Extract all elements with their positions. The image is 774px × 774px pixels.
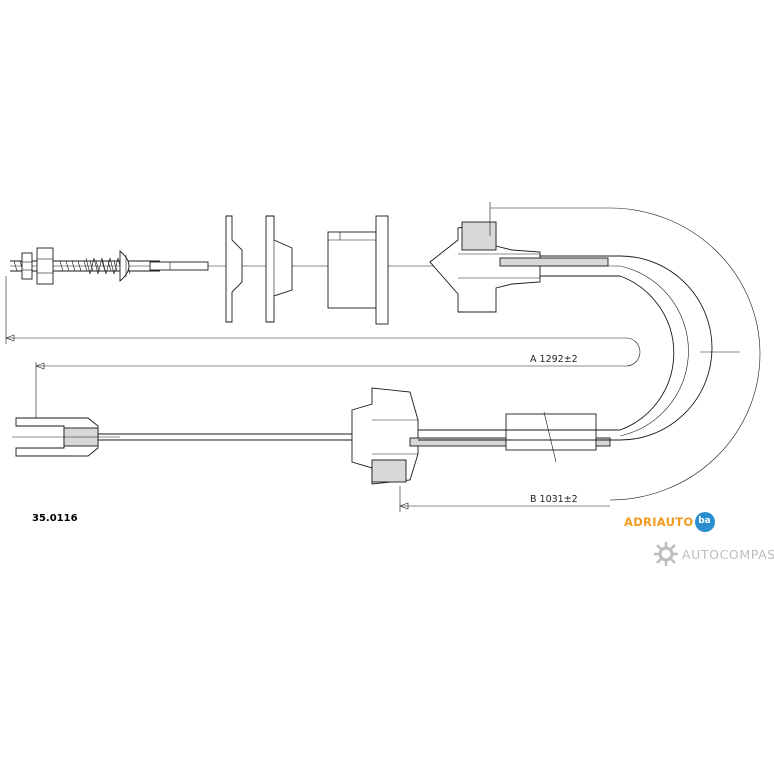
dimension-a-label: A 1292±2 [530,354,578,365]
lower-cable-assembly [12,387,620,485]
cable-u-bend [489,202,761,501]
upper-cable-assembly [10,215,620,325]
part-number: 35.0116 [32,513,78,524]
logo-badge: ba [694,512,715,532]
logo-text: ADRIAUTO [624,515,694,529]
gear-wrench-icon [654,542,678,566]
dimension-b-label: B 1031±2 [530,494,578,505]
dimension-b: B 1031±2 [399,486,610,512]
dimension-a: A 1292±2 [5,276,641,425]
autocompas-watermark: AUTOCOMPAS [652,540,774,568]
watermark-text: AUTOCOMPAS [682,546,774,562]
logo-badge-text: ba [698,516,711,526]
adriauto-logo: ADRIAUTO ba [624,511,715,533]
